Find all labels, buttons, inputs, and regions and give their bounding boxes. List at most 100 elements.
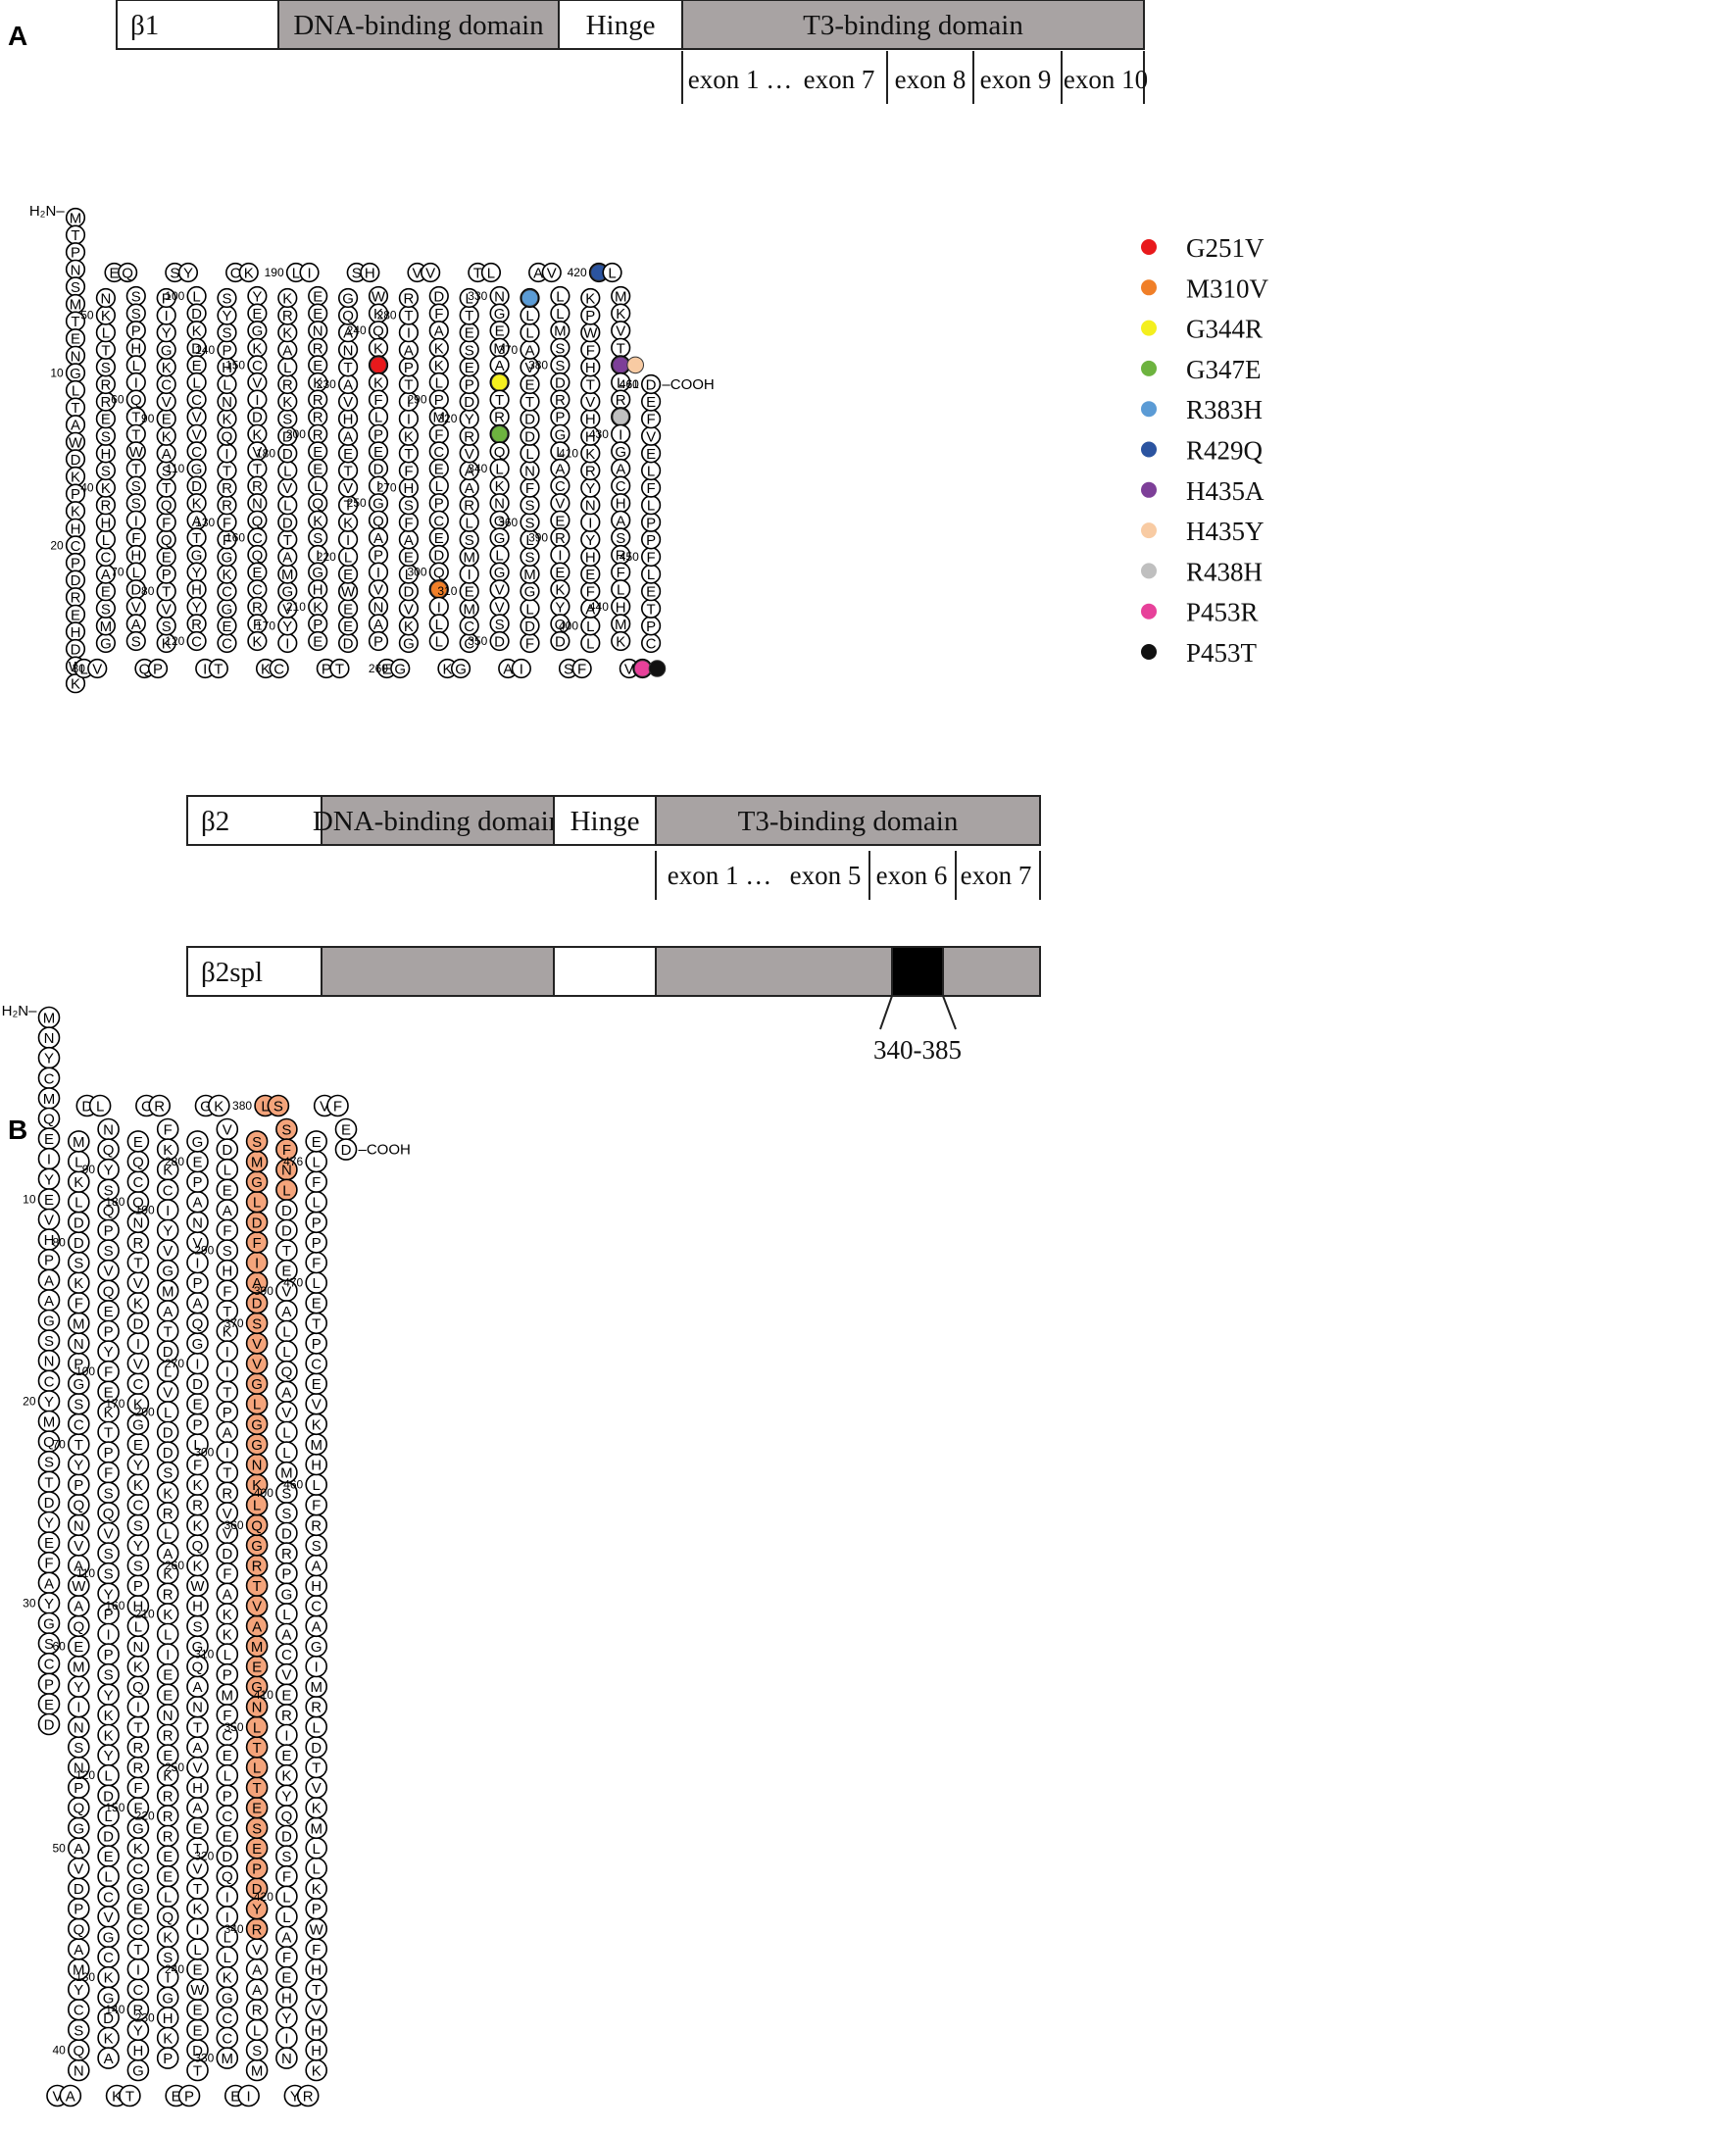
residue-letter: C: [230, 266, 241, 282]
residue-letter: L: [223, 1768, 231, 1785]
residue-letter: N: [252, 1458, 263, 1474]
residue-letter: L: [586, 636, 594, 653]
residue-letter: E: [162, 550, 172, 567]
residue-letter: Q: [73, 1801, 84, 1817]
residue-letter: L: [253, 2022, 261, 2039]
residue-letter: D: [282, 515, 293, 531]
residue-letter: R: [555, 530, 566, 547]
residue-letter: H: [44, 1232, 55, 1249]
residue-letter: G: [394, 662, 406, 678]
residue-letter: V: [192, 1235, 202, 1252]
residue-letter: F: [104, 1465, 113, 1482]
residue-letter: R: [222, 498, 232, 515]
residue-letter: D: [130, 582, 141, 599]
residue-letter: M: [73, 1962, 85, 1979]
residue-letter: F: [647, 480, 656, 497]
residue-letter: L: [374, 410, 382, 426]
residue-letter: G: [494, 306, 506, 322]
residue-letter: F: [434, 306, 443, 322]
residue-letter: T: [495, 392, 504, 409]
residue-letter: D: [403, 584, 414, 601]
residue-letter: V: [162, 601, 172, 618]
residue-letter: D: [281, 1526, 292, 1543]
splice-segment: [655, 946, 893, 997]
residue-letter: L: [608, 266, 616, 282]
residue-letter: E: [133, 1902, 143, 1918]
residue-letter: T: [104, 1425, 113, 1442]
residue-letter: E: [252, 565, 262, 581]
residue-letter: M: [43, 1011, 56, 1027]
residue-letter: K: [616, 634, 625, 651]
residue-letter: S: [74, 2022, 83, 2039]
residue-letter: I: [225, 1889, 229, 1906]
residue-letter: G: [192, 1336, 204, 1353]
residue-letter: K: [162, 636, 172, 653]
residue-circle: [299, 262, 320, 283]
residue-letter: P: [404, 360, 414, 376]
residue-letter: T: [214, 662, 223, 678]
residue-letter: T: [192, 530, 201, 547]
residue-letter: M: [70, 297, 82, 314]
residue-letter: S: [281, 1849, 291, 1865]
exon-label: exon 10: [1064, 65, 1148, 94]
residue-letter: Q: [73, 2043, 84, 2059]
residue-letter: H: [132, 2043, 143, 2059]
residue-letter: T: [133, 1942, 142, 1958]
legend-swatch: [1141, 239, 1157, 255]
residue-letter: K: [312, 1801, 322, 1817]
residue-letter: V: [162, 394, 172, 411]
residue-number: 320: [437, 412, 457, 425]
residue-letter: G: [281, 1586, 293, 1603]
residue-letter: S: [131, 634, 141, 651]
residue-letter: M: [73, 1315, 85, 1332]
residue-number: 430: [589, 427, 609, 441]
residue-letter: F: [253, 617, 262, 633]
residue-letter: L: [132, 358, 140, 374]
residue-circle: [305, 1130, 328, 1153]
residue-letter: R: [252, 478, 263, 495]
residue-letter: T: [344, 360, 353, 376]
residue-letter: N: [71, 348, 81, 365]
residue-letter: I: [224, 446, 228, 463]
residue-letter: Y: [133, 2022, 143, 2039]
residue-letter: R: [222, 1485, 232, 1502]
residue-number: 260: [369, 662, 388, 675]
residue-letter: S: [252, 1315, 262, 1332]
residue-letter: I: [255, 392, 259, 409]
residue-letter: N: [100, 291, 111, 308]
residue-letter: K: [252, 426, 262, 443]
residue-number: 60: [111, 393, 124, 407]
residue-letter: L: [74, 1155, 82, 1171]
residue-letter: T: [223, 464, 231, 480]
residue-letter: R: [132, 1235, 143, 1252]
residue-letter: H: [311, 1458, 322, 1474]
residue-letter: D: [282, 428, 293, 445]
residue-letter: Q: [73, 1618, 84, 1635]
residue-letter: L: [72, 383, 79, 400]
residue-letter: Y: [104, 1687, 114, 1704]
residue-letter: R: [252, 1921, 263, 1938]
residue-letter: K: [192, 496, 202, 513]
residue-letter: E: [312, 1134, 322, 1151]
residue-letter: D: [341, 1142, 352, 1159]
residue-letter: L: [132, 565, 140, 581]
residue-letter: V: [495, 582, 505, 599]
splice-bar-label: β2spl: [201, 957, 263, 988]
residue-letter: S: [133, 1559, 143, 1575]
residue-letter: K: [192, 323, 202, 340]
residue-letter: F: [223, 1708, 231, 1724]
residue-letter: S: [162, 619, 172, 635]
residue-letter: Q: [281, 1809, 293, 1825]
residue-letter: P: [192, 1275, 202, 1292]
residue-letter: F: [133, 1801, 142, 1817]
domain-label: β1: [130, 10, 159, 41]
residue-letter: Q: [162, 1909, 174, 1926]
residue-number: 170: [256, 619, 275, 632]
residue-circle: [421, 262, 441, 283]
residue-letter: N: [74, 1517, 84, 1534]
residue-letter: Y: [44, 1051, 54, 1067]
residue-letter: E: [222, 619, 231, 635]
residue-circle: [238, 262, 259, 283]
